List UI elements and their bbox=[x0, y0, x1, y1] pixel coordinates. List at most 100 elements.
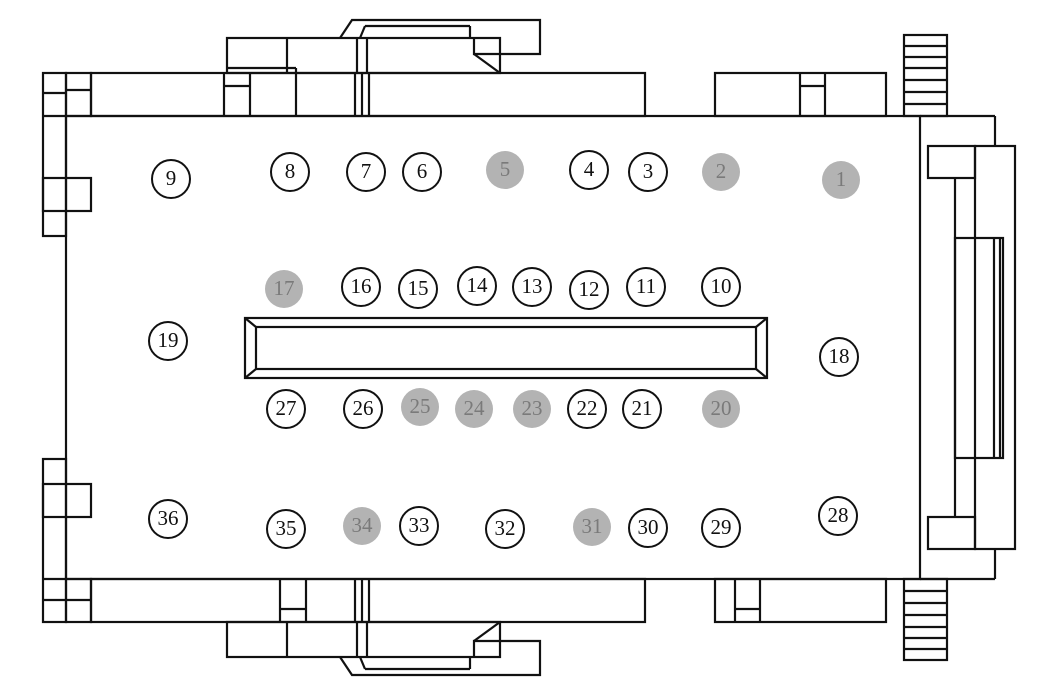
right-top-ribbed-tab bbox=[902, 33, 949, 118]
plate-outline bbox=[41, 18, 1017, 677]
marker-13: 13 bbox=[512, 267, 552, 307]
marker-circle bbox=[485, 509, 525, 549]
marker-label: 14 bbox=[467, 273, 489, 297]
marker-36: 36 bbox=[148, 499, 188, 539]
marker-circle bbox=[626, 267, 666, 307]
marker-label: 1 bbox=[836, 167, 847, 191]
marker-21: 21 bbox=[622, 389, 662, 429]
marker-8: 8 bbox=[270, 152, 310, 192]
marker-label: 19 bbox=[158, 328, 179, 352]
marker-16: 16 bbox=[341, 267, 381, 307]
numbered-markers: 1234567891011121314151617181920212223242… bbox=[148, 150, 860, 549]
marker-label: 35 bbox=[276, 516, 297, 540]
marker-circle bbox=[151, 159, 191, 199]
marker-6: 6 bbox=[402, 152, 442, 192]
marker-11: 11 bbox=[626, 267, 666, 307]
marker-label: 33 bbox=[409, 513, 430, 537]
top-clamp-base bbox=[225, 36, 502, 75]
marker-24: 24 bbox=[455, 390, 493, 428]
marker-19: 19 bbox=[148, 321, 188, 361]
marker-10: 10 bbox=[701, 267, 741, 307]
marker-circle bbox=[399, 506, 439, 546]
main-body bbox=[64, 114, 922, 581]
marker-label: 10 bbox=[711, 274, 732, 298]
marker-label: 27 bbox=[276, 396, 297, 420]
marker-circle bbox=[341, 267, 381, 307]
marker-label: 16 bbox=[351, 274, 372, 298]
marker-circle bbox=[402, 152, 442, 192]
marker-circle bbox=[569, 150, 609, 190]
marker-14: 14 bbox=[457, 266, 497, 306]
bottom-clamp-wedge bbox=[339, 639, 542, 677]
marker-27: 27 bbox=[266, 389, 306, 429]
marker-17: 17 bbox=[265, 270, 303, 308]
marker-31: 31 bbox=[573, 508, 611, 546]
marker-circle bbox=[567, 389, 607, 429]
marker-circle bbox=[343, 389, 383, 429]
marker-23: 23 bbox=[513, 390, 551, 428]
marker-circle bbox=[569, 270, 609, 310]
bottom-rail-right bbox=[713, 577, 888, 624]
marker-label: 25 bbox=[410, 394, 431, 418]
center-slot-outer bbox=[243, 316, 769, 380]
left-bottom-bracket bbox=[41, 457, 68, 624]
marker-circle bbox=[401, 388, 439, 426]
marker-35: 35 bbox=[266, 509, 306, 549]
marker-label: 2 bbox=[716, 159, 727, 183]
marker-15: 15 bbox=[398, 269, 438, 309]
marker-25: 25 bbox=[401, 388, 439, 426]
marker-circle bbox=[818, 496, 858, 536]
marker-circle bbox=[573, 508, 611, 546]
marker-22: 22 bbox=[567, 389, 607, 429]
marker-7: 7 bbox=[346, 152, 386, 192]
marker-circle bbox=[702, 153, 740, 191]
marker-label: 15 bbox=[408, 276, 429, 300]
marker-circle bbox=[270, 152, 310, 192]
marker-circle bbox=[455, 390, 493, 428]
marker-circle bbox=[622, 389, 662, 429]
marker-circle bbox=[628, 152, 668, 192]
marker-34: 34 bbox=[343, 507, 381, 545]
marker-circle bbox=[628, 508, 668, 548]
marker-label: 5 bbox=[500, 157, 511, 181]
marker-4: 4 bbox=[569, 150, 609, 190]
marker-label: 17 bbox=[274, 276, 295, 300]
right-slot bbox=[953, 236, 1005, 460]
marker-circle bbox=[701, 508, 741, 548]
marker-30: 30 bbox=[628, 508, 668, 548]
marker-label: 31 bbox=[582, 514, 603, 538]
marker-circle bbox=[346, 152, 386, 192]
marker-label: 21 bbox=[632, 396, 653, 420]
top-clamp-wedge bbox=[339, 18, 542, 56]
bottom-clamp-base bbox=[225, 620, 502, 659]
marker-2: 2 bbox=[702, 153, 740, 191]
right-bottom-ribbed-tab bbox=[902, 577, 949, 662]
left-top-bracket bbox=[41, 71, 68, 238]
marker-circle bbox=[701, 267, 741, 307]
marker-label: 9 bbox=[166, 166, 177, 190]
marker-label: 4 bbox=[584, 157, 595, 181]
marker-circle bbox=[819, 337, 859, 377]
marker-26: 26 bbox=[343, 389, 383, 429]
marker-label: 23 bbox=[522, 396, 543, 420]
marker-label: 6 bbox=[417, 159, 428, 183]
marker-32: 32 bbox=[485, 509, 525, 549]
marker-label: 12 bbox=[579, 277, 600, 301]
marker-circle bbox=[343, 507, 381, 545]
marker-circle bbox=[486, 151, 524, 189]
marker-label: 3 bbox=[643, 159, 654, 183]
marker-label: 32 bbox=[495, 516, 516, 540]
marker-label: 18 bbox=[829, 344, 850, 368]
marker-20: 20 bbox=[702, 390, 740, 428]
marker-label: 24 bbox=[464, 396, 486, 420]
marker-29: 29 bbox=[701, 508, 741, 548]
marker-label: 36 bbox=[158, 506, 179, 530]
marker-28: 28 bbox=[818, 496, 858, 536]
marker-33: 33 bbox=[399, 506, 439, 546]
marker-circle bbox=[512, 267, 552, 307]
marker-5: 5 bbox=[486, 151, 524, 189]
marker-3: 3 bbox=[628, 152, 668, 192]
marker-label: 28 bbox=[828, 503, 849, 527]
